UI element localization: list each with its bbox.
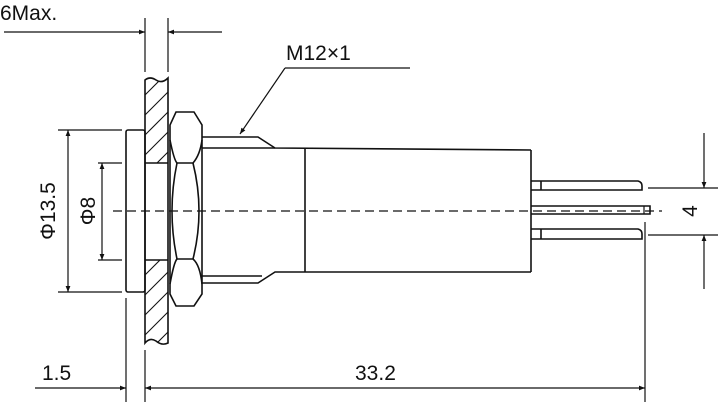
hex-nut xyxy=(169,111,203,307)
pin-spacing-label: 4 xyxy=(679,205,702,217)
lens-diameter-dimension: Φ8 xyxy=(77,162,122,261)
body-length-label: 33.2 xyxy=(355,362,396,385)
flange-diameter-label: Φ13.5 xyxy=(37,182,60,240)
thread-label: M12×1 xyxy=(286,42,351,65)
flange-thickness-label: 1.5 xyxy=(42,362,71,385)
length-dimensions: 1.5 33.2 xyxy=(35,222,646,402)
terminal-pins xyxy=(531,180,651,240)
flange-diameter-dimension: Φ13.5 xyxy=(37,129,122,293)
thread-callout: M12×1 xyxy=(239,42,410,135)
panel-thickness-label: 6Max. xyxy=(0,2,57,25)
threaded-body xyxy=(202,136,532,284)
lens-diameter-label: Φ8 xyxy=(77,197,100,225)
panel-thickness-dimension: 6Max. xyxy=(0,2,222,72)
pin-spacing-dimension: 4 xyxy=(648,133,718,289)
